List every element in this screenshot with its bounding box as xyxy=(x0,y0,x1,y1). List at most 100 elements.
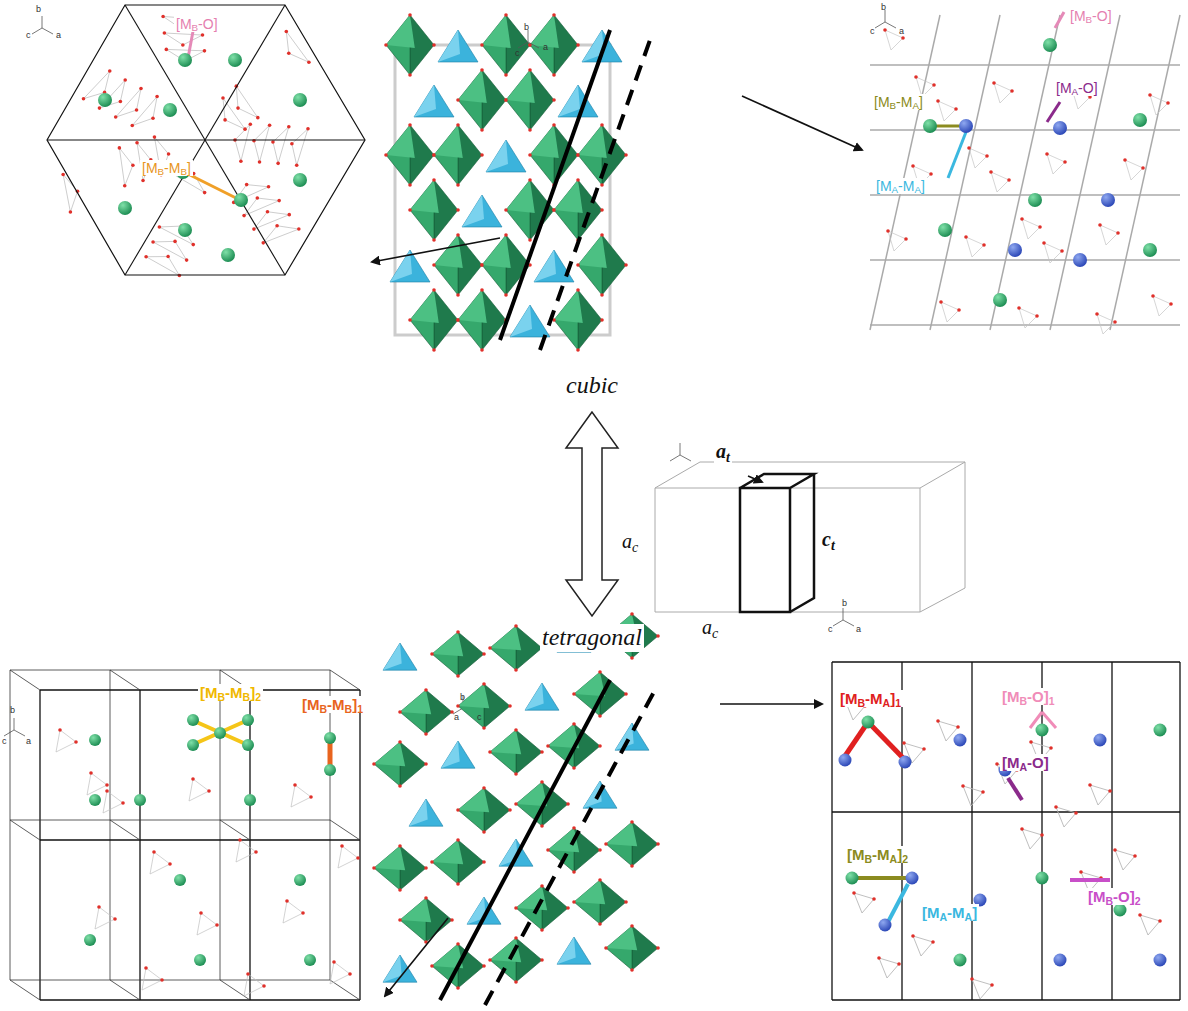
oxygen-atom xyxy=(152,850,156,854)
oxygen-atom xyxy=(546,744,550,748)
a-site-atom xyxy=(959,119,973,133)
oxygen-atom xyxy=(123,78,127,82)
b-site-atom xyxy=(118,201,132,215)
polyhedron-face xyxy=(525,683,559,710)
oxygen-atom xyxy=(624,153,628,157)
oxygen-atom xyxy=(1038,225,1042,229)
network-triangle xyxy=(197,913,217,935)
oxygen-atom xyxy=(114,115,118,119)
axis-letter: c xyxy=(826,624,835,634)
polyhedron-face xyxy=(434,125,463,158)
oxygen-atom xyxy=(254,850,258,854)
oxygen-atom xyxy=(936,99,940,103)
structure-line xyxy=(125,5,205,140)
oxygen-atom xyxy=(430,860,434,864)
oxygen-atom xyxy=(167,152,171,156)
oxygen-atom xyxy=(1113,320,1117,324)
oxygen-atom xyxy=(981,790,985,794)
network-triangle xyxy=(150,852,170,874)
oxygen-atom xyxy=(552,13,556,17)
oxygen-atom xyxy=(598,714,602,718)
b-site-atom xyxy=(228,53,242,67)
network-triangle xyxy=(1047,154,1065,174)
network-triangle xyxy=(119,148,133,186)
bond-label: [MB-O] xyxy=(1068,8,1114,24)
polyhedron-face xyxy=(557,937,576,964)
oxygen-atom xyxy=(151,116,155,120)
network-triangle xyxy=(913,936,933,956)
network-triangle xyxy=(854,893,874,913)
axis-letter: c xyxy=(475,712,484,722)
oxygen-atom xyxy=(528,178,532,182)
network-triangle xyxy=(1019,308,1037,328)
tetragonal-polyhedra xyxy=(372,612,660,1005)
oxygen-atom xyxy=(267,185,271,189)
oxygen-atom xyxy=(482,830,486,834)
oxygen-atom xyxy=(168,862,172,866)
oxygen-atom xyxy=(105,789,109,793)
oxygen-atom xyxy=(432,238,436,242)
structure-line xyxy=(40,999,360,1000)
polyhedron-face xyxy=(554,180,583,213)
oxygen-atom xyxy=(261,241,265,245)
structure-line xyxy=(500,30,610,340)
structure-line xyxy=(220,670,221,980)
b-site-atom xyxy=(242,739,254,751)
oxygen-atom xyxy=(911,934,915,938)
oxygen-atom xyxy=(480,263,484,267)
oxygen-atom xyxy=(398,740,402,744)
bond-label: [MB-MB]1 xyxy=(300,696,365,713)
polyhedron-face xyxy=(458,70,487,103)
structure-line xyxy=(870,64,1180,66)
oxygen-atom xyxy=(572,692,576,696)
oxygen-atom xyxy=(598,878,602,882)
b-site-atom xyxy=(304,954,316,966)
axis-letter: a xyxy=(24,736,33,746)
oxygen-atom xyxy=(872,897,876,901)
oxygen-atom xyxy=(207,789,211,793)
oxygen-atom xyxy=(488,646,492,650)
polyhedron-face xyxy=(490,730,521,754)
cubic-cell xyxy=(655,462,965,612)
oxygen-atom xyxy=(911,164,915,168)
polyhedron-face xyxy=(530,125,559,158)
oxygen-atom xyxy=(384,153,388,157)
oxygen-atom xyxy=(488,958,492,962)
oxygen-atom xyxy=(456,123,460,127)
oxygen-atom xyxy=(482,652,486,656)
oxygen-atom xyxy=(123,184,127,188)
oxygen-atom xyxy=(113,917,117,921)
oxygen-atom xyxy=(203,191,207,195)
oxygen-atom xyxy=(424,732,428,736)
oxygen-atom xyxy=(877,956,881,960)
oxygen-atom xyxy=(552,98,556,102)
b-site-atom xyxy=(293,93,307,107)
oxygen-atom xyxy=(456,942,460,946)
oxygen-atom xyxy=(852,891,856,895)
structure-line xyxy=(832,661,1180,662)
oxygen-atom xyxy=(480,263,484,267)
oxygen-atom xyxy=(970,977,974,981)
structure-line xyxy=(330,980,360,1000)
oxygen-atom xyxy=(904,237,908,241)
axis-letter: b xyxy=(34,4,43,14)
structure-line xyxy=(843,608,844,620)
network-triangle xyxy=(941,302,959,322)
structure-line xyxy=(948,132,966,178)
structure-line xyxy=(330,670,331,980)
b-site-atom xyxy=(89,734,101,746)
oxygen-atom xyxy=(566,802,570,806)
oxygen-atom xyxy=(432,263,436,267)
oxygen-atom xyxy=(482,860,486,864)
structure-line xyxy=(220,980,250,1000)
oxygen-atom xyxy=(293,783,297,787)
oxygen-atom xyxy=(398,888,402,892)
oxygen-atom xyxy=(598,922,602,926)
network-triangle xyxy=(146,257,179,276)
bond-label: [MB-MA] xyxy=(872,94,925,110)
structure-line xyxy=(14,730,25,736)
oxygen-atom xyxy=(181,43,185,47)
oxygen-atom xyxy=(482,726,486,730)
oxygen-atom xyxy=(131,163,135,167)
